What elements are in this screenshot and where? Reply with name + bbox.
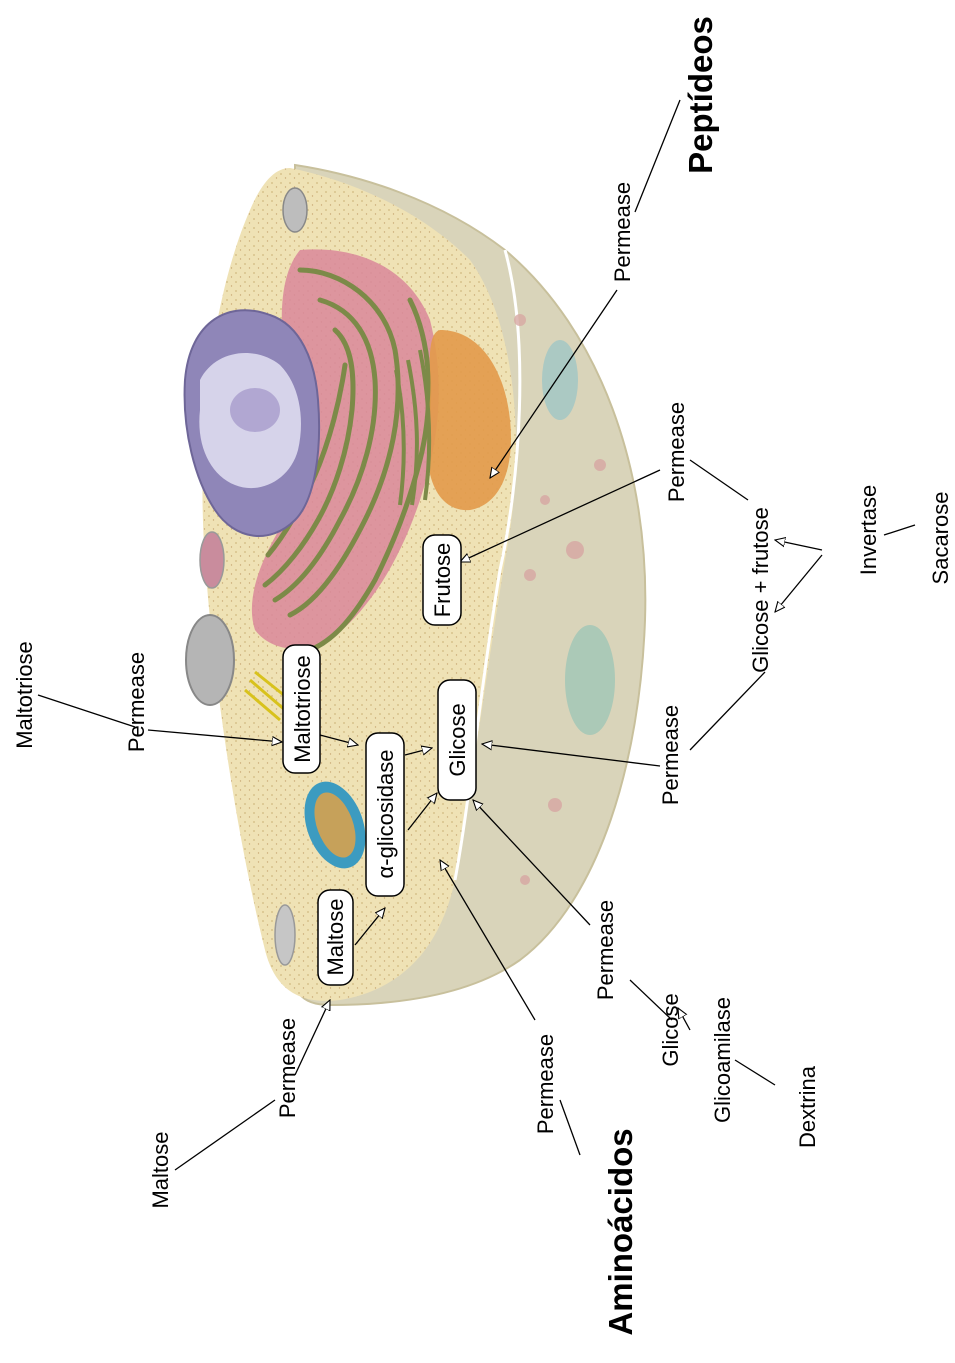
label-aminoacidos: Aminoácidos (602, 1128, 639, 1335)
label-permease-glicose-frutose: Permease (658, 705, 683, 805)
label-permease-frutose: Permease (664, 402, 689, 502)
box-glicose-text: Glicose (445, 703, 470, 776)
box-frutose-text: Frutose (430, 543, 455, 618)
label-sacarose: Sacarose (928, 492, 953, 585)
label-permease-aminoacidos: Permease (533, 1034, 558, 1134)
box-maltose-text: Maltose (323, 898, 348, 975)
label-glicose-outer: Glicose (658, 993, 683, 1066)
label-dextrina: Dextrina (795, 1065, 820, 1148)
box-maltose: Maltose (318, 890, 353, 985)
vacuole (186, 615, 234, 705)
cell-illustration (185, 165, 646, 1005)
box-alfa-glicosidase: α-glicosidase (366, 733, 404, 896)
box-maltotriose-text: Maltotriose (290, 655, 315, 763)
label-permease-maltotriose: Permease (124, 652, 149, 752)
box-glicose: Glicose (438, 680, 476, 800)
label-permease-peptideos: Permease (610, 182, 635, 282)
label-peptideos: Peptídeos (682, 16, 719, 174)
label-permease-maltose: Permease (275, 1018, 300, 1118)
label-maltose-outer: Maltose (148, 1131, 173, 1208)
label-glicose-frutose: Glicose + frutose (748, 507, 773, 673)
label-permease-glicose: Permease (593, 900, 618, 1000)
box-maltotriose: Maltotriose (283, 645, 320, 773)
box-frutose: Frutose (423, 535, 461, 625)
label-maltotriose-outer: Maltotriose (12, 641, 37, 749)
box-alfa-glicosidase-text: α-glicosidase (373, 750, 398, 879)
label-glicoamilase: Glicoamilase (710, 997, 735, 1123)
label-invertase: Invertase (856, 485, 881, 576)
